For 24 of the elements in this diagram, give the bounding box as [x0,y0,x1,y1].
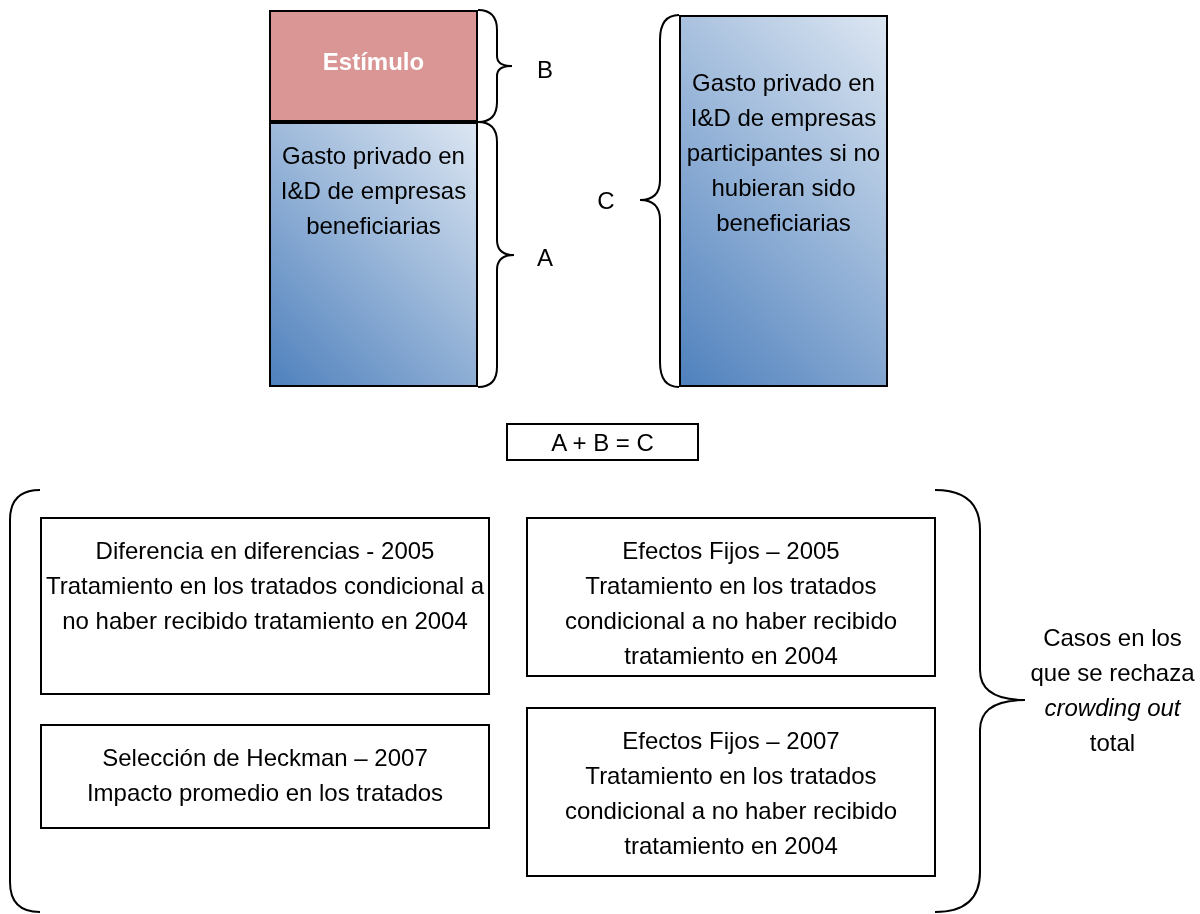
text-box [526,517,936,677]
node-text: A + B = C [551,427,654,458]
text-box [526,707,936,877]
node-text: Gasto privado en I&D de empresas beneficiarias [279,141,468,241]
node-text: Tratamiento en los tratados condicional a no haber recibido tratamiento en 2004 [563,761,899,861]
brace-letter: A [536,243,554,273]
text-box [40,517,490,695]
equation-box [506,423,699,461]
node-text: Gasto privado en I&D de empresas participantes si no hubieran sido beneficiarias [685,68,882,238]
node-text: Efectos Fijos – 2007 [622,726,840,756]
node-text: Estímulo [322,47,425,77]
text-box [40,724,490,829]
stacked-bar-segment [269,122,478,387]
node-text: Tratamiento en los tratados condicional a no haber recibido tratamiento en 2004 [45,571,485,636]
note-text: Casos en los que se rechaza crowding out total [1030,623,1195,758]
brace-letter: B [536,55,554,85]
node-text: Efectos Fijos – 2005 [622,536,840,566]
stacked-bar-segment [269,10,478,122]
node-text: Diferencia en diferencias - 2005 [95,536,435,566]
node-text: Impacto promedio en los tratados [86,778,444,808]
brace-letter: C [596,186,616,216]
node-text: Tratamiento en los tratados condicional a no haber recibido tratamiento en 2004 [563,571,899,671]
node-text: Selección de Heckman – 2007 [102,743,428,773]
bar [679,15,888,387]
